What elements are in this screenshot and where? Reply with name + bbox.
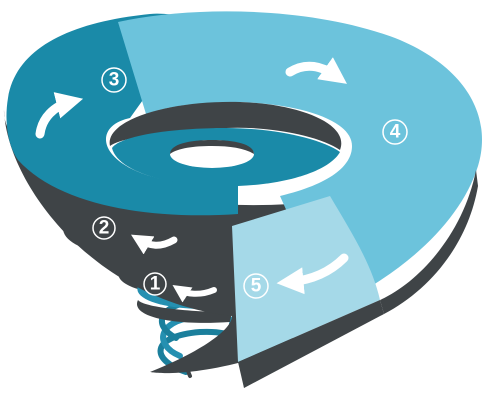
step-badge-5: 5 [243, 273, 269, 299]
step-number-1: 1 [150, 274, 161, 295]
tier-5-side [238, 300, 384, 388]
inner-hole-wall [109, 101, 342, 150]
arrow-3-icon [35, 92, 84, 139]
top-ring-right [118, 11, 482, 308]
flow-arrows [35, 57, 349, 303]
arrow-2-icon [130, 234, 178, 255]
step-badge-4: 4 [382, 119, 408, 145]
tier-4-side-bottom [380, 170, 478, 314]
arrow-5-icon [276, 253, 349, 295]
step-number-5: 5 [251, 276, 262, 297]
arrow-4-icon [285, 57, 347, 84]
arrow-1-icon [172, 285, 217, 303]
step-badge-2: 2 [92, 216, 116, 240]
step-badge-3: 3 [101, 67, 127, 93]
step-number-3: 3 [109, 70, 120, 91]
center-hole-shadow [170, 140, 254, 154]
top-ring-left [6, 13, 238, 216]
step-badge-1: 1 [143, 272, 167, 296]
step-number-2: 2 [99, 218, 110, 239]
step-number-4: 4 [390, 122, 401, 143]
